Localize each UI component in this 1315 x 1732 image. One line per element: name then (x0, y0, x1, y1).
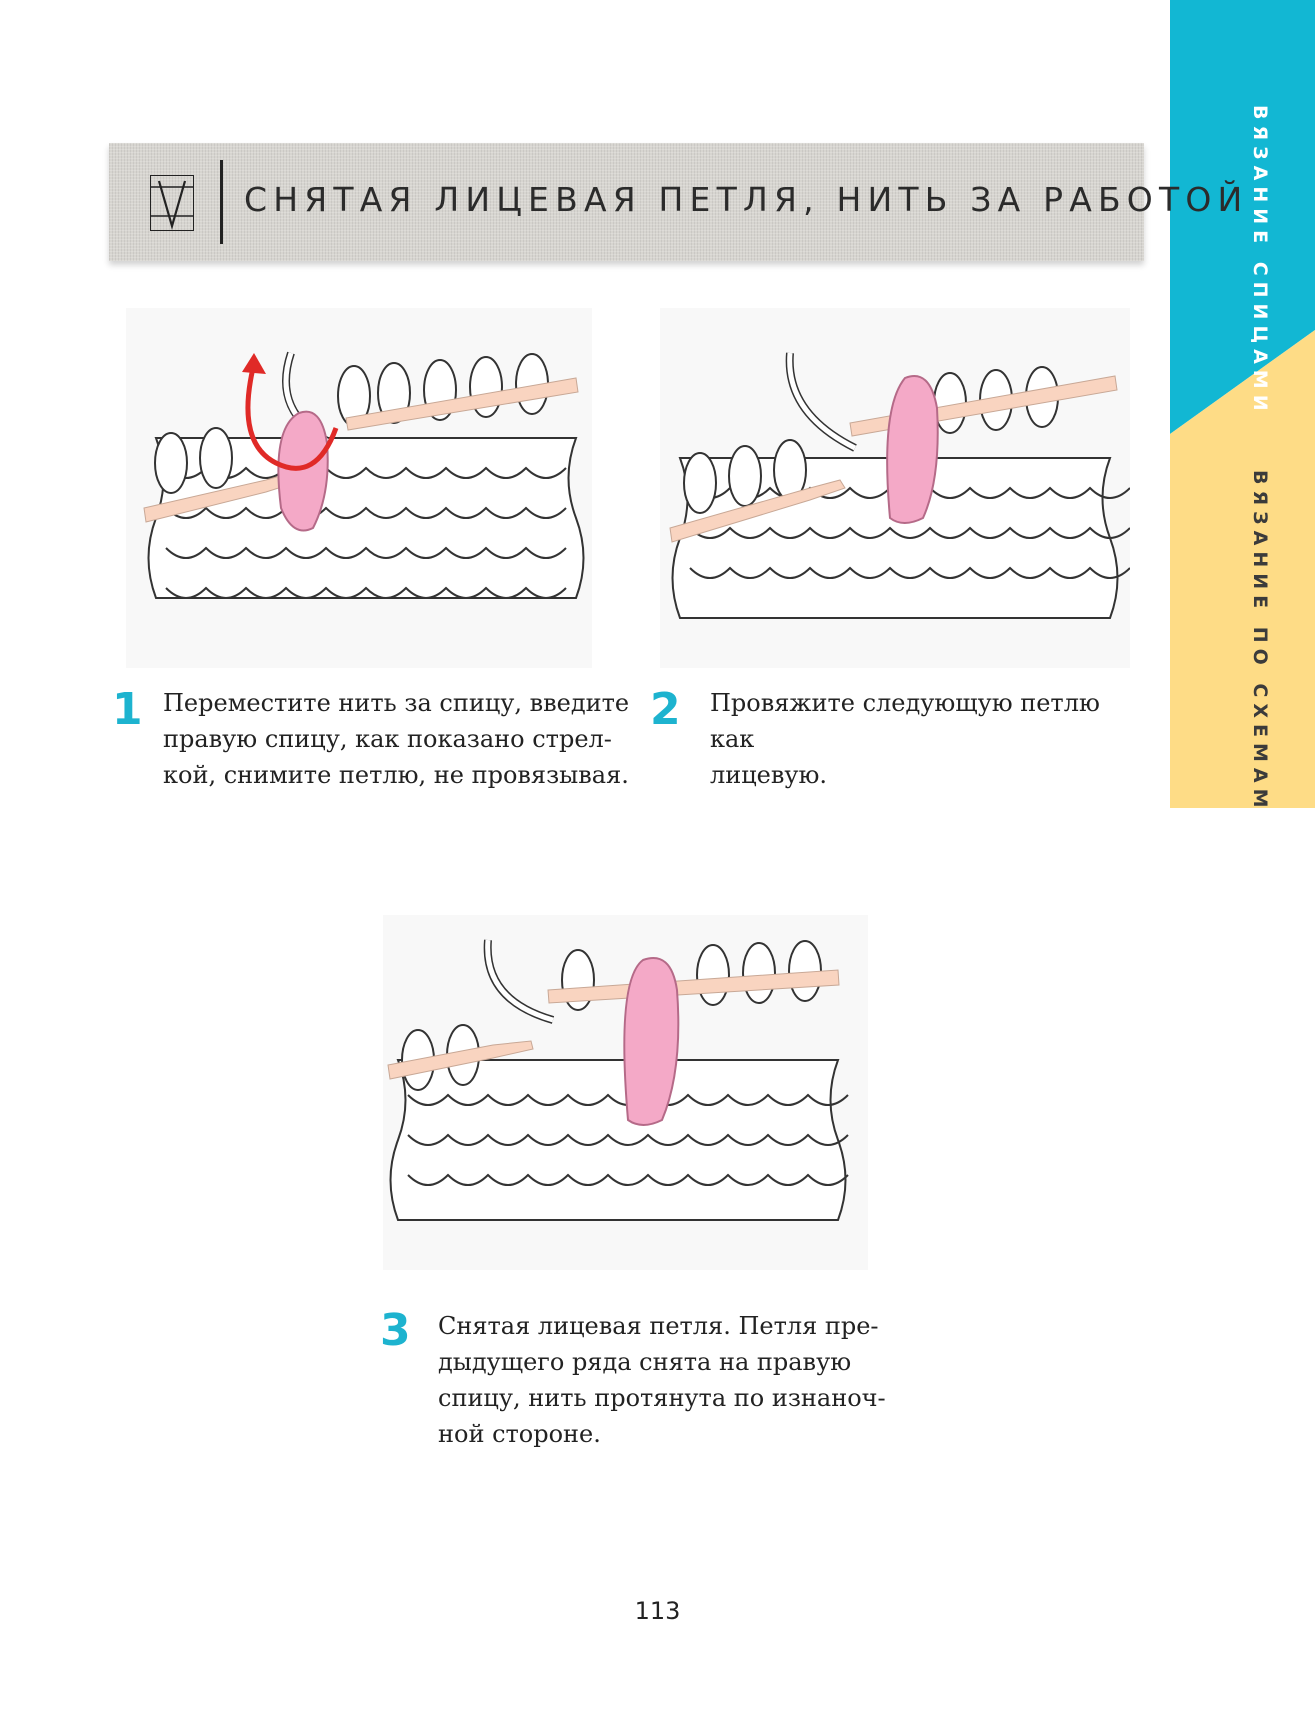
page-title: СНЯТАЯ ЛИЦЕВАЯ ПЕТЛЯ, НИТЬ ЗА РАБОТОЙ (244, 180, 1249, 219)
header-banner (109, 143, 1144, 261)
header-divider (220, 160, 223, 244)
left-needle (345, 377, 579, 431)
tab-charts-label[interactable]: ВЯЗАНИЕ ПО СХЕМАМ (1249, 470, 1271, 814)
step-1-illustration (126, 308, 592, 668)
direction-arrow (245, 367, 339, 471)
step-2-number: 2 (650, 684, 681, 735)
step-2-illustration (660, 308, 1130, 668)
tab-knitting-background (1170, 0, 1315, 434)
tab-charts-background (1170, 330, 1315, 808)
step-1-text: Переместите нить за спицу, введите праву… (163, 689, 630, 789)
step-1-number: 1 (112, 684, 143, 735)
knit-fabric (147, 437, 585, 599)
page-number: 113 (634, 1597, 681, 1625)
step-3-number: 3 (380, 1305, 411, 1356)
slip-stitch-symbol-icon (150, 175, 194, 231)
step-3-text: Снятая лицевая петля. Петля пре- дыдущег… (438, 1312, 886, 1448)
slipped-loop (277, 410, 329, 532)
tab-knitting-label[interactable]: ВЯЗАНИЕ СПИЦАМИ (1249, 105, 1271, 417)
step-3-illustration (383, 915, 868, 1270)
step-2-text: Провяжите следующую петлю как лицевую. (710, 689, 1100, 789)
